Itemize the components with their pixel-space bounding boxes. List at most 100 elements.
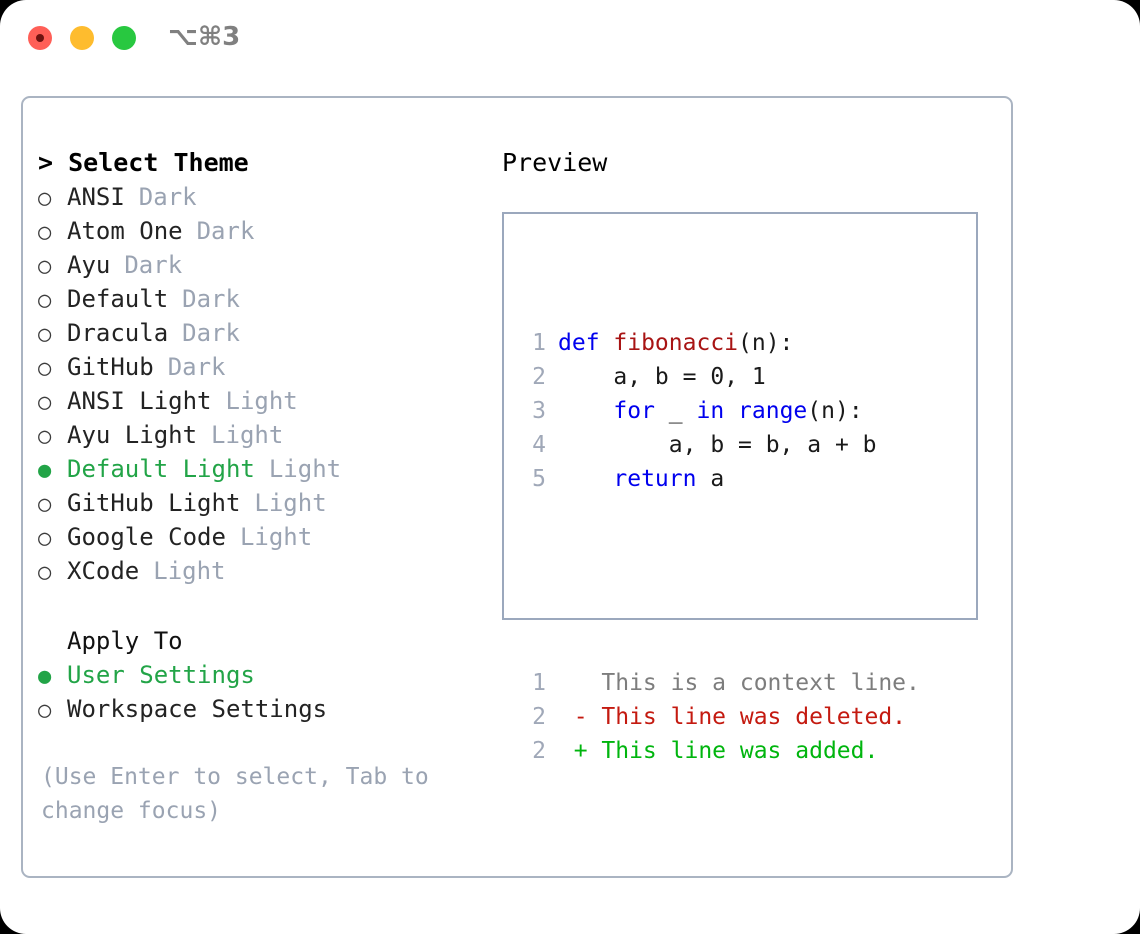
theme-row[interactable]: ○ Ayu Light Light [38, 418, 493, 452]
code-line: 5 return a [522, 462, 920, 496]
radio-unselected-icon: ○ [38, 698, 52, 723]
theme-row[interactable]: ○ Dracula Dark [38, 316, 493, 350]
preview-title: Preview [502, 148, 608, 177]
code-token: _ [654, 398, 697, 424]
maximize-button[interactable] [112, 26, 136, 50]
code-line: 2 a, b = 0, 1 [522, 360, 920, 394]
window-controls [28, 26, 136, 50]
radio-unselected-icon: ○ [38, 424, 52, 449]
theme-row[interactable]: ○ GitHub Dark [38, 350, 493, 384]
theme-category-tag: Dark [167, 353, 226, 381]
line-number: 1 [532, 670, 546, 696]
code-token: a, b = 0, 1 [558, 364, 766, 390]
radio-unselected-icon: ○ [38, 492, 52, 517]
radio-unselected-icon: ○ [38, 254, 52, 279]
theme-category-tag: Dark [182, 319, 240, 347]
theme-category-tag: Light [254, 489, 327, 517]
theme-category-tag: Dark [196, 217, 255, 245]
radio-unselected-icon: ○ [38, 390, 52, 415]
code-token: return [613, 466, 697, 492]
line-number: 4 [532, 432, 546, 458]
code-line: 1 def fibonacci(n): [522, 326, 920, 360]
diff-line: 1 This is a context line. [522, 666, 920, 700]
apply-to-option[interactable]: ● User Settings [38, 658, 493, 692]
theme-category-tag: Light [153, 557, 226, 585]
apply-to-option[interactable]: ○ Workspace Settings [38, 692, 493, 726]
radio-unselected-icon: ○ [38, 186, 52, 211]
line-number: 2 [532, 364, 546, 390]
radio-unselected-icon: ○ [38, 220, 52, 245]
apply-to-label: User Settings [67, 661, 255, 689]
code-token: a, b = b, a + b [558, 432, 877, 458]
theme-row[interactable]: ○ Ayu Dark [38, 248, 493, 282]
radio-unselected-icon: ○ [38, 560, 52, 585]
theme-name: ANSI [67, 183, 125, 211]
theme-row[interactable]: ● Default Light Light [38, 452, 493, 486]
theme-row[interactable]: ○ ANSI Dark [38, 180, 493, 214]
theme-name: Ayu [67, 251, 111, 279]
theme-category-tag: Dark [138, 183, 197, 211]
minimize-button[interactable] [70, 26, 94, 50]
theme-category-tag: Dark [182, 285, 240, 313]
theme-name: Dracula [67, 319, 169, 347]
code-token: (n): [807, 398, 863, 424]
code-token: in [696, 398, 725, 424]
theme-category-tag: Dark [124, 251, 183, 279]
radio-unselected-icon: ○ [38, 356, 52, 381]
diff-text: This is a context line. [546, 670, 920, 696]
theme-row[interactable]: ○ Atom One Dark [38, 214, 493, 248]
line-number: 3 [532, 398, 546, 424]
theme-row[interactable]: ○ Google Code Light [38, 520, 493, 554]
diff-text: - This line was deleted. [546, 704, 907, 730]
radio-selected-icon: ● [38, 458, 52, 483]
code-token: fibonacci [613, 330, 739, 356]
code-spacer [522, 564, 920, 598]
theme-name: Ayu Light [67, 421, 198, 449]
diff-line: 2 - This line was deleted. [522, 700, 920, 734]
chooser-title: > Select Theme [38, 148, 249, 177]
diff-line: 2 + This line was added. [522, 734, 920, 768]
theme-category-tag: Light [225, 387, 298, 415]
line-number: 2 [532, 704, 546, 730]
line-number: 1 [532, 330, 546, 356]
code-token [558, 398, 613, 424]
radio-unselected-icon: ○ [38, 288, 52, 313]
keyboard-shortcut-label: ⌥⌘3 [168, 22, 241, 52]
theme-category-tag: Light [211, 421, 284, 449]
theme-name: ANSI Light [67, 387, 212, 415]
code-line: 4 a, b = b, a + b [522, 428, 920, 462]
keyboard-hint: (Use Enter to select, Tab to change focu… [41, 764, 429, 824]
apply-to-label: Workspace Settings [67, 695, 328, 723]
code-token: (n): [738, 330, 794, 356]
code-token: for [613, 398, 655, 424]
code-token [724, 398, 738, 424]
theme-name: Google Code [67, 523, 226, 551]
theme-name: Default Light [67, 455, 255, 483]
radio-selected-icon: ● [38, 664, 52, 689]
code-token: def [558, 330, 614, 356]
theme-category-tag: Light [239, 523, 313, 551]
line-number: 5 [532, 466, 546, 492]
theme-name: GitHub [67, 353, 154, 381]
title-bar: ⌥⌘3 [0, 0, 1140, 78]
theme-category-tag: Light [268, 455, 342, 483]
close-button[interactable] [28, 26, 52, 50]
radio-unselected-icon: ○ [38, 322, 52, 347]
theme-name: Atom One [67, 217, 183, 245]
apply-to-title: Apply To [67, 627, 183, 655]
code-token: a [696, 466, 725, 492]
radio-unselected-icon: ○ [38, 526, 52, 551]
code-token: range [738, 398, 808, 424]
theme-row[interactable]: ○ ANSI Light Light [38, 384, 493, 418]
code-token [558, 466, 613, 492]
